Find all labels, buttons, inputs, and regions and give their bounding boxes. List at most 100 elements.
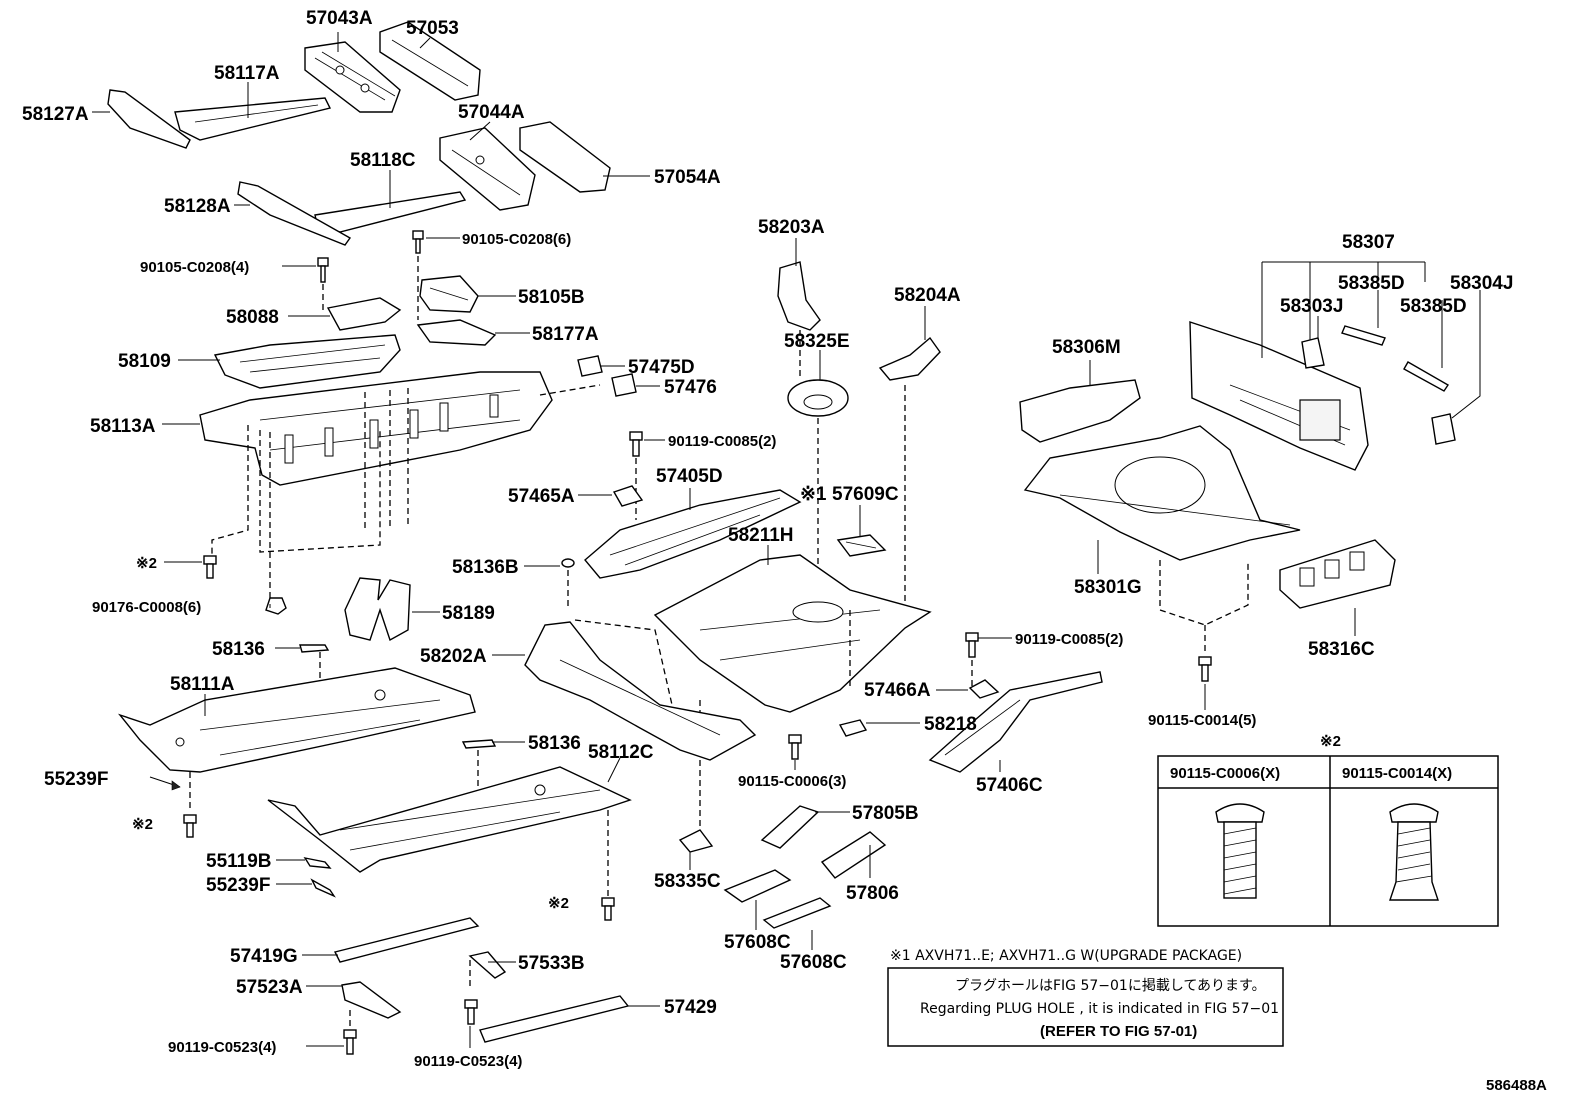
part-57806 (820, 831, 887, 879)
label-55239F-b: 55239F (206, 875, 270, 896)
label-57465A: 57465A (508, 486, 575, 507)
label-90115-c0006: 90115-C0006(3) (738, 773, 846, 790)
part-58218 (838, 719, 868, 737)
label-57419G: 57419G (230, 946, 298, 967)
part-57523A (341, 981, 402, 1028)
label-57043A: 57043A (306, 8, 373, 29)
part-57429 (479, 995, 630, 1043)
bolt-90115-c0014 (1198, 656, 1212, 682)
label-mark1: ※1 (800, 484, 827, 505)
label-57406C: 57406C (976, 775, 1043, 796)
label-90119-c0523-b: 90119-C0523(4) (414, 1053, 522, 1070)
part-58111A (117, 667, 476, 773)
part-58316C (1279, 539, 1396, 609)
label-58118C: 58118C (350, 150, 416, 171)
label-58136B: 58136B (452, 557, 519, 578)
label-58306M: 58306M (1052, 337, 1121, 358)
part-58177A (416, 319, 497, 346)
label-58105B: 58105B (518, 287, 585, 308)
label-58177A: 58177A (532, 324, 599, 345)
label-57533B: 57533B (518, 953, 585, 974)
bolt-90105-4 (317, 257, 329, 312)
label-57044A: 57044A (458, 102, 525, 123)
fastener-table-mark: ※2 (1320, 733, 1341, 750)
label-58303J: 58303J (1280, 296, 1343, 317)
part-58335C (678, 829, 714, 853)
label-58218: 58218 (924, 714, 977, 735)
fastener-col2-header: 90115-C0014(X) (1342, 765, 1452, 782)
part-58136B (561, 558, 575, 610)
part-58113A (199, 371, 553, 486)
label-58088: 58088 (226, 307, 279, 328)
part-58105B (419, 275, 479, 313)
label-58203A: 58203A (758, 217, 825, 238)
label-57476: 57476 (664, 377, 717, 398)
bolt-90119-c0085-b (965, 632, 979, 690)
label-58136-a: 58136 (212, 639, 265, 660)
part-58117A (174, 97, 332, 141)
label-58117A: 58117A (214, 63, 280, 84)
dash-lines-58113A (211, 384, 601, 600)
diagram-number: 586488A (1486, 1077, 1547, 1094)
label-58204A: 58204A (894, 285, 961, 306)
label-57054A: 57054A (654, 167, 721, 188)
part-58112C (267, 766, 632, 896)
dash-58301G (1159, 560, 1249, 652)
label-90105-6: 90105-C0208(6) (462, 231, 571, 248)
part-57044A (439, 127, 536, 211)
label-90105-4: 90105-C0208(4) (140, 259, 249, 276)
label-58301G: 58301G (1074, 577, 1142, 598)
arrow-55239F-a (149, 772, 191, 812)
part-57805B (760, 805, 820, 849)
part-57054A (519, 121, 611, 193)
part-57466A (968, 679, 1000, 699)
label-90119-c0523-a: 90119-C0523(4) (168, 1039, 276, 1056)
label-90176: 90176-C0008(6) (92, 599, 201, 616)
part-58189 (344, 577, 411, 642)
footnote-japanese: プラグホールはFIG 57−01に掲載してあります。 (955, 978, 1266, 994)
part-57053 (379, 21, 481, 101)
footnote-refer: (REFER TO FIG 57-01) (1040, 1023, 1197, 1040)
label-57523A: 57523A (236, 977, 303, 998)
footnote-applicability: ※1 AXVH71..E; AXVH71..G W(UPGRADE PACKAG… (890, 948, 1242, 964)
label-55119B: 55119B (206, 851, 272, 872)
part-58203A (777, 261, 821, 380)
part-58109 (213, 334, 401, 389)
label-57053: 57053 (406, 18, 459, 39)
label-57608C-a: 57608C (724, 932, 791, 953)
part-58304J (1431, 413, 1456, 445)
part-57465A (612, 485, 644, 507)
fastener-col1-header: 90115-C0006(X) (1170, 765, 1280, 782)
part-57043A (304, 41, 401, 113)
label-mark2-a: ※2 (136, 555, 157, 572)
bolt-90105-6 (412, 230, 424, 320)
label-57805B: 57805B (852, 803, 919, 824)
part-58385D-b (1403, 361, 1449, 392)
part-58127A (107, 89, 191, 149)
bolt-90119-c0523-a (343, 1029, 357, 1055)
label-58128A: 58128A (164, 196, 231, 217)
label-57405D: 57405D (656, 466, 723, 487)
part-58301G (1023, 425, 1301, 561)
part-58088 (326, 297, 402, 331)
label-55239F-a: 55239F (44, 769, 108, 790)
footnote: ※1 AXVH71..E; AXVH71..G W(UPGRADE PACKAG… (887, 948, 1284, 1047)
label-57466A: 57466A (864, 680, 931, 701)
clip-mark2-c (601, 897, 615, 921)
part-55119B (303, 856, 332, 869)
part-58325E (787, 379, 849, 600)
label-57609C: 57609C (832, 484, 899, 505)
label-90119-c0085-b: 90119-C0085(2) (1015, 631, 1123, 648)
part-labels: 57043A 57053 58117A 58127A 57044A 57054A… (22, 8, 1513, 1070)
label-58189: 58189 (442, 603, 495, 624)
label-90115-c0014: 90115-C0014(5) (1148, 712, 1256, 729)
label-58136-b: 58136 (528, 733, 581, 754)
label-58325E: 58325E (784, 331, 850, 352)
label-mark2-c: ※2 (548, 895, 569, 912)
label-57806: 57806 (846, 883, 899, 904)
bolt-90119-c0523-b (464, 999, 478, 1025)
fastener-table: ※2 90115-C0006(X) 90115-C0014(X) (1157, 733, 1499, 927)
label-57608C-b: 57608C (780, 952, 847, 973)
leader-58307 (1261, 261, 1426, 358)
